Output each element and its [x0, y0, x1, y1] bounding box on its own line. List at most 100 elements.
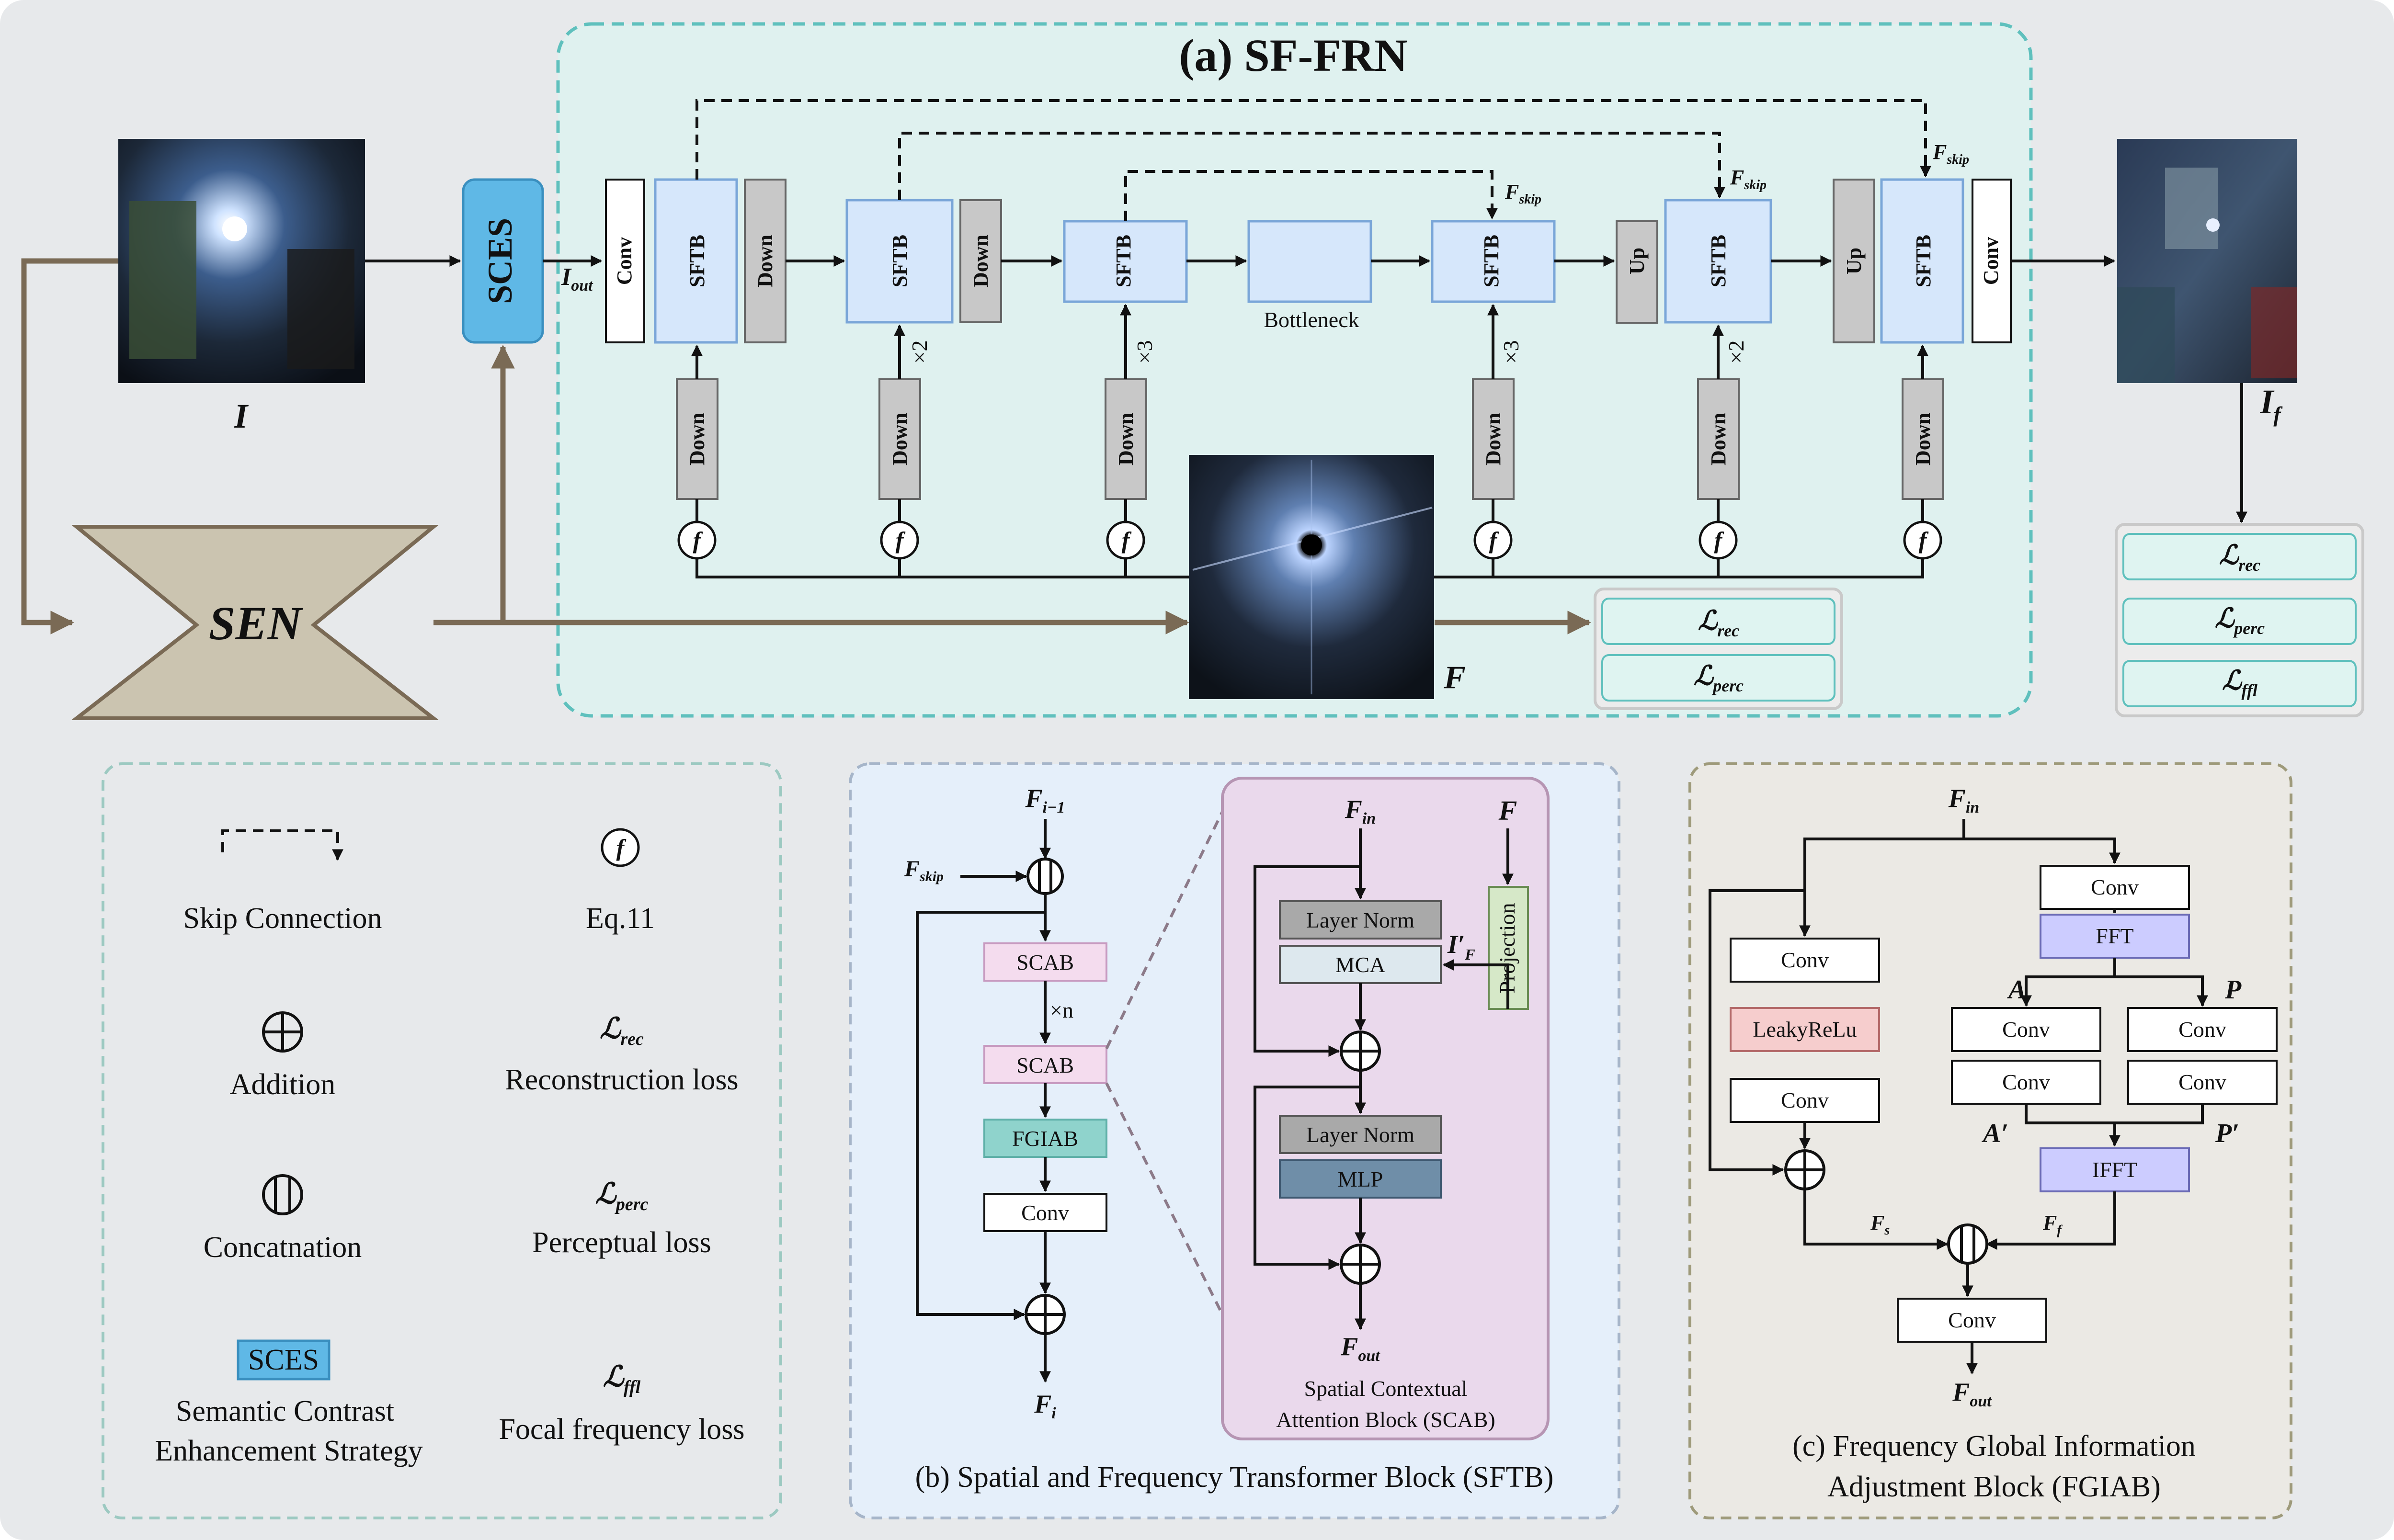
layernorm-box-1 — [1279, 900, 1442, 940]
leaky-box — [1730, 1007, 1880, 1052]
fgiab-branch-a — [2020, 958, 2116, 1007]
conv-in-label: Conv — [613, 237, 636, 285]
legend-concat: Concatnation — [204, 1231, 362, 1264]
fskip-label-1: Fskip — [1932, 140, 1969, 167]
fgiab-conv-left1-label: Conv — [1781, 948, 1829, 972]
down-branch-2: Down f ×2 — [878, 324, 932, 560]
up-label-2: Up — [1842, 248, 1866, 274]
down-branch-5: Down f ×2 — [1697, 324, 1748, 560]
leaky-label: LeakyReLu — [1753, 1017, 1857, 1042]
up-block-1 — [1616, 220, 1658, 324]
down-branch-6: Down f — [1902, 344, 1944, 560]
fgiab-a-label: A — [2007, 975, 2026, 1005]
fgiab-conv-left2-label: Conv — [1781, 1088, 1829, 1112]
inner-loss-perc-label: ℒperc — [1694, 661, 1744, 695]
legend-perc-symbol: ℒperc — [595, 1178, 649, 1214]
fgiab-conv-p1-label: Conv — [2178, 1017, 2226, 1042]
flare-branch: Down f Down f ×2 Down f ×3 Down — [676, 304, 1944, 578]
layernorm-label-2: Layer Norm — [1306, 1122, 1414, 1147]
svg-text:Down: Down — [888, 413, 912, 465]
eq-f-icon — [601, 828, 640, 867]
sftb-fi-label: Fi — [1034, 1390, 1056, 1422]
svg-text:Down: Down — [1911, 413, 1935, 465]
scab-caption-2: Attention Block (SCAB) — [1276, 1407, 1495, 1432]
fgiab-add-icon — [1784, 1149, 1825, 1190]
legend-ffl: Focal frequency loss — [499, 1413, 744, 1446]
sen-label: SEN — [209, 597, 304, 650]
eq-f-symbol: f — [616, 834, 627, 861]
inner-loss-perc — [1601, 654, 1835, 702]
fgiab-conv-out-label: Conv — [1948, 1308, 1996, 1332]
input-label: I — [234, 397, 249, 435]
scab-label-1: SCAB — [1016, 950, 1074, 974]
down-label-2: Down — [969, 235, 992, 287]
up-label-1: Up — [1625, 248, 1649, 274]
fgiab-conv-top-label: Conv — [2091, 875, 2139, 899]
svg-text:×3: ×3 — [1132, 340, 1157, 364]
mca-box — [1279, 945, 1442, 984]
sen-shape — [71, 525, 439, 720]
skip-connections — [695, 99, 1931, 221]
scab-add-icon-2 — [1340, 1244, 1381, 1285]
svg-text:×2: ×2 — [1724, 340, 1748, 364]
sftb-label-6: SFTB — [1912, 235, 1935, 287]
fgiab-label: FGIAB — [1012, 1126, 1078, 1151]
fgiab-conv-left1 — [1730, 938, 1880, 983]
fgiab-arrow-fs — [1803, 1189, 1949, 1250]
fskip-label-3: Fskip — [1505, 180, 1541, 207]
svg-text:f: f — [1714, 527, 1724, 554]
legend-rec: Reconstruction loss — [505, 1064, 738, 1096]
bottleneck-label: Bottleneck — [1264, 307, 1359, 332]
fgiab-caption-1: (c) Frequency Global Information — [1792, 1430, 2196, 1462]
fgiab-conv-a1 — [1951, 1007, 2101, 1052]
bottleneck-block — [1247, 220, 1372, 303]
fgiab-caption-2: Adjustment Block (FGIAB) — [1827, 1471, 2161, 1503]
scab-add-icon-1 — [1340, 1030, 1381, 1072]
scab-arrow-proj-mca — [1442, 959, 1509, 1009]
legend-rec-symbol: ℒrec — [600, 1013, 644, 1049]
conv-out-label: Conv — [1979, 237, 2003, 285]
output-label: If — [2259, 383, 2283, 427]
svg-text:f: f — [1919, 527, 1929, 554]
fgiab-residual — [1709, 889, 1805, 1176]
inner-loss-rec-label: ℒrec — [1698, 606, 1739, 640]
output-image — [2117, 139, 2297, 383]
sftb-label-2: SFTB — [888, 235, 912, 287]
fgiab-conv-p1 — [2127, 1007, 2278, 1052]
down-branch-1: Down f — [676, 344, 718, 560]
legend-eq: Eq.11 — [586, 902, 655, 935]
sftb-block-4 — [1431, 220, 1556, 303]
fgiab-conv-a2 — [1951, 1060, 2101, 1105]
scab-residual-1 — [1254, 865, 1360, 1057]
zoom-line-top — [1105, 811, 1224, 1050]
svg-text:×2: ×2 — [907, 340, 932, 364]
scab-fout-label: Fout — [1340, 1332, 1380, 1365]
sftb-add-icon — [1025, 1294, 1066, 1335]
legend-sces-box — [237, 1339, 331, 1381]
sftb-label-1: SFTB — [685, 235, 709, 287]
fgiab-branch-p — [2115, 975, 2208, 1007]
mlp-label: MLP — [1338, 1167, 1383, 1191]
down-branch-3: Down f ×3 — [1105, 304, 1157, 560]
fgiab-fin-label: Fin — [1948, 784, 1979, 816]
svg-text:f: f — [1122, 527, 1132, 554]
sftb-residual-line — [916, 911, 1045, 1320]
up-block-2 — [1833, 179, 1875, 343]
iout-label: Iout — [561, 263, 593, 294]
sftb-block-1 — [654, 178, 738, 344]
output-loss-ffl-label: ℒffl — [2222, 666, 2257, 700]
network-blocks: Conv SFTB Down SFTB Down SFTB Bottleneck… — [605, 178, 2012, 344]
svg-text:Down: Down — [685, 413, 709, 465]
conv-in-block — [605, 179, 645, 343]
svg-text:Down: Down — [1707, 413, 1730, 465]
output-loss-ffl — [2122, 660, 2357, 707]
skip-connection-icon — [221, 829, 343, 861]
fgiab-arrow-ff — [1985, 1191, 2116, 1250]
fgiab-conv-p2 — [2127, 1060, 2278, 1105]
arrow-input-sen — [21, 258, 118, 634]
legend-skip: Skip Connection — [183, 902, 382, 935]
legend-sces-line1: Semantic Contrast — [176, 1395, 394, 1427]
sftb-block-6 — [1880, 178, 1964, 344]
legend-addition: Addition — [230, 1068, 335, 1101]
